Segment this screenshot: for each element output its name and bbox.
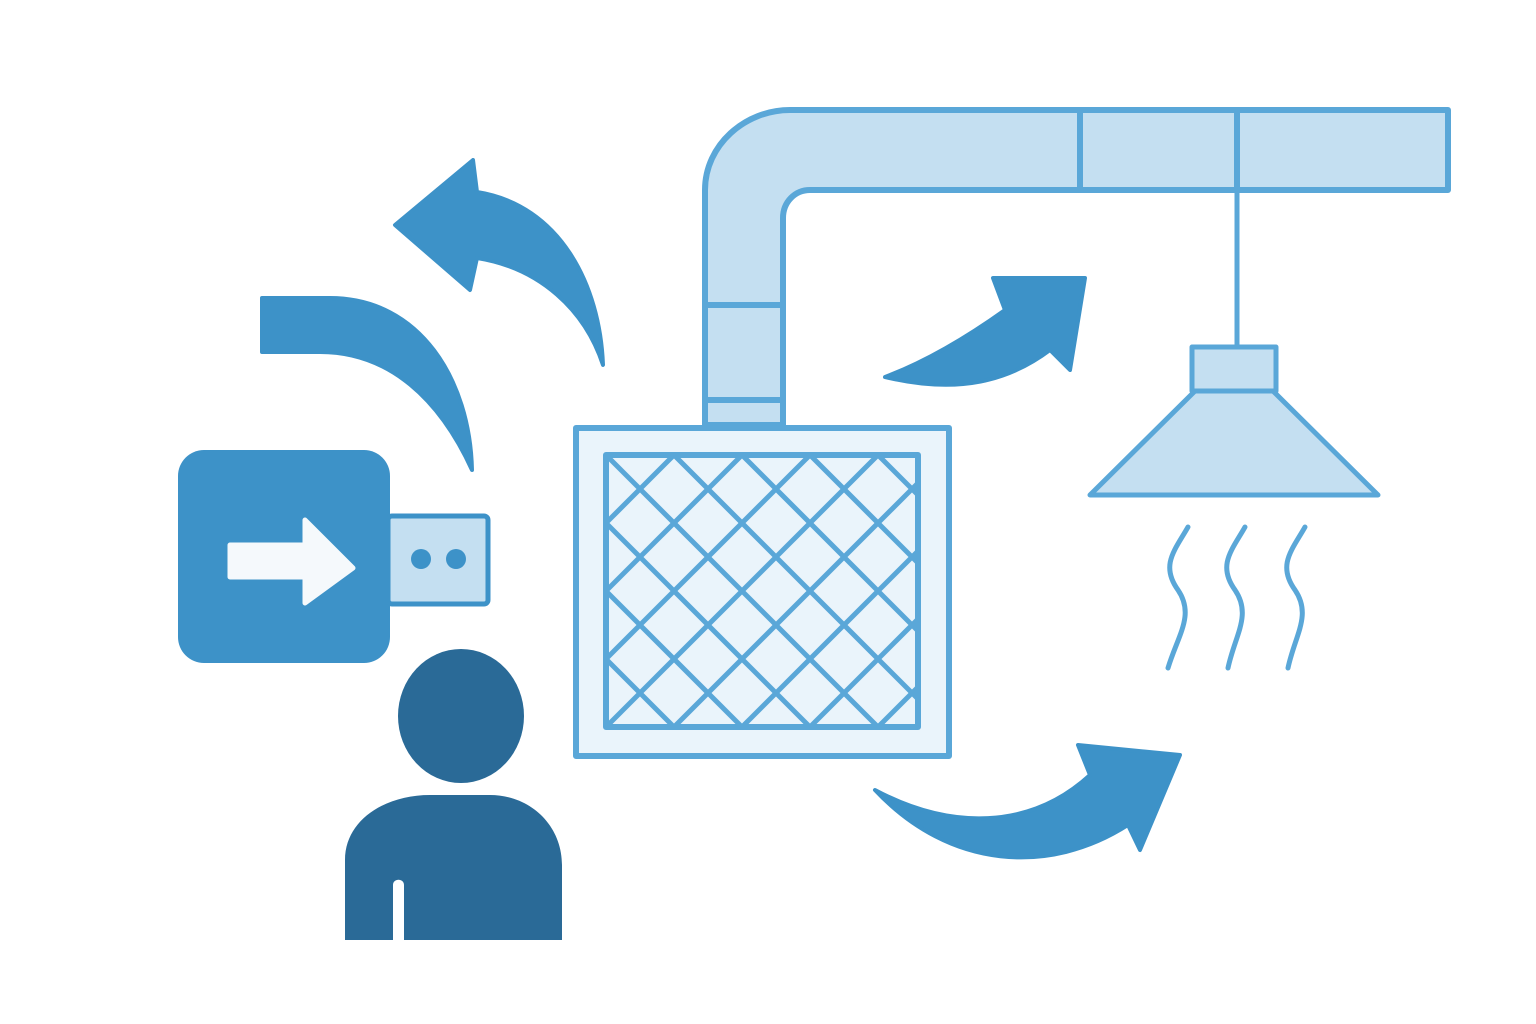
mesh-line-12 bbox=[606, 455, 744, 595]
exhaust-hood-icon bbox=[1087, 190, 1381, 498]
filter-mesh bbox=[606, 455, 918, 727]
usb-drive-export-icon bbox=[178, 450, 491, 663]
duct-pipe-icon bbox=[702, 107, 1451, 428]
arrow-left-swoosh-shape bbox=[260, 296, 474, 472]
arrow-bottom-right-shape bbox=[873, 743, 1182, 860]
arrow-upper-left-shape bbox=[393, 158, 605, 367]
mesh-line-20 bbox=[740, 547, 918, 727]
person-head bbox=[398, 649, 524, 783]
hood-canopy bbox=[1087, 388, 1381, 498]
duct-body bbox=[702, 107, 1451, 428]
mesh-line-5 bbox=[606, 587, 744, 727]
hood-collar bbox=[1189, 344, 1279, 394]
usb-pin-left bbox=[411, 549, 431, 569]
usb-connector bbox=[385, 513, 491, 607]
mesh-line-10 bbox=[606, 455, 676, 527]
person-body bbox=[345, 795, 562, 940]
grille-filter-icon bbox=[573, 425, 952, 759]
export-arrow-icon bbox=[227, 517, 356, 606]
usb-pin-right bbox=[446, 549, 466, 569]
curved-arrow-upper-left-icon bbox=[393, 158, 605, 367]
mesh-line-16 bbox=[606, 455, 880, 727]
curved-arrow-left-swoosh-icon bbox=[260, 296, 474, 472]
arrow-mid-right-shape bbox=[883, 276, 1087, 387]
heat-wave-2 bbox=[1224, 524, 1248, 671]
mesh-line-15 bbox=[808, 455, 918, 567]
mesh-line-14 bbox=[606, 455, 812, 663]
person-icon bbox=[345, 649, 562, 940]
heat-wave-3 bbox=[1284, 524, 1308, 671]
curved-arrow-bottom-right-icon bbox=[873, 743, 1182, 860]
mesh-line-22 bbox=[808, 615, 918, 727]
curved-arrow-mid-right-icon bbox=[883, 276, 1087, 387]
heat-wave-1 bbox=[1165, 524, 1191, 671]
mesh-line-18 bbox=[672, 479, 918, 727]
mesh-line-3 bbox=[606, 655, 676, 727]
filter-mesh-area bbox=[603, 452, 921, 730]
heat-waves-icon bbox=[1165, 524, 1308, 671]
